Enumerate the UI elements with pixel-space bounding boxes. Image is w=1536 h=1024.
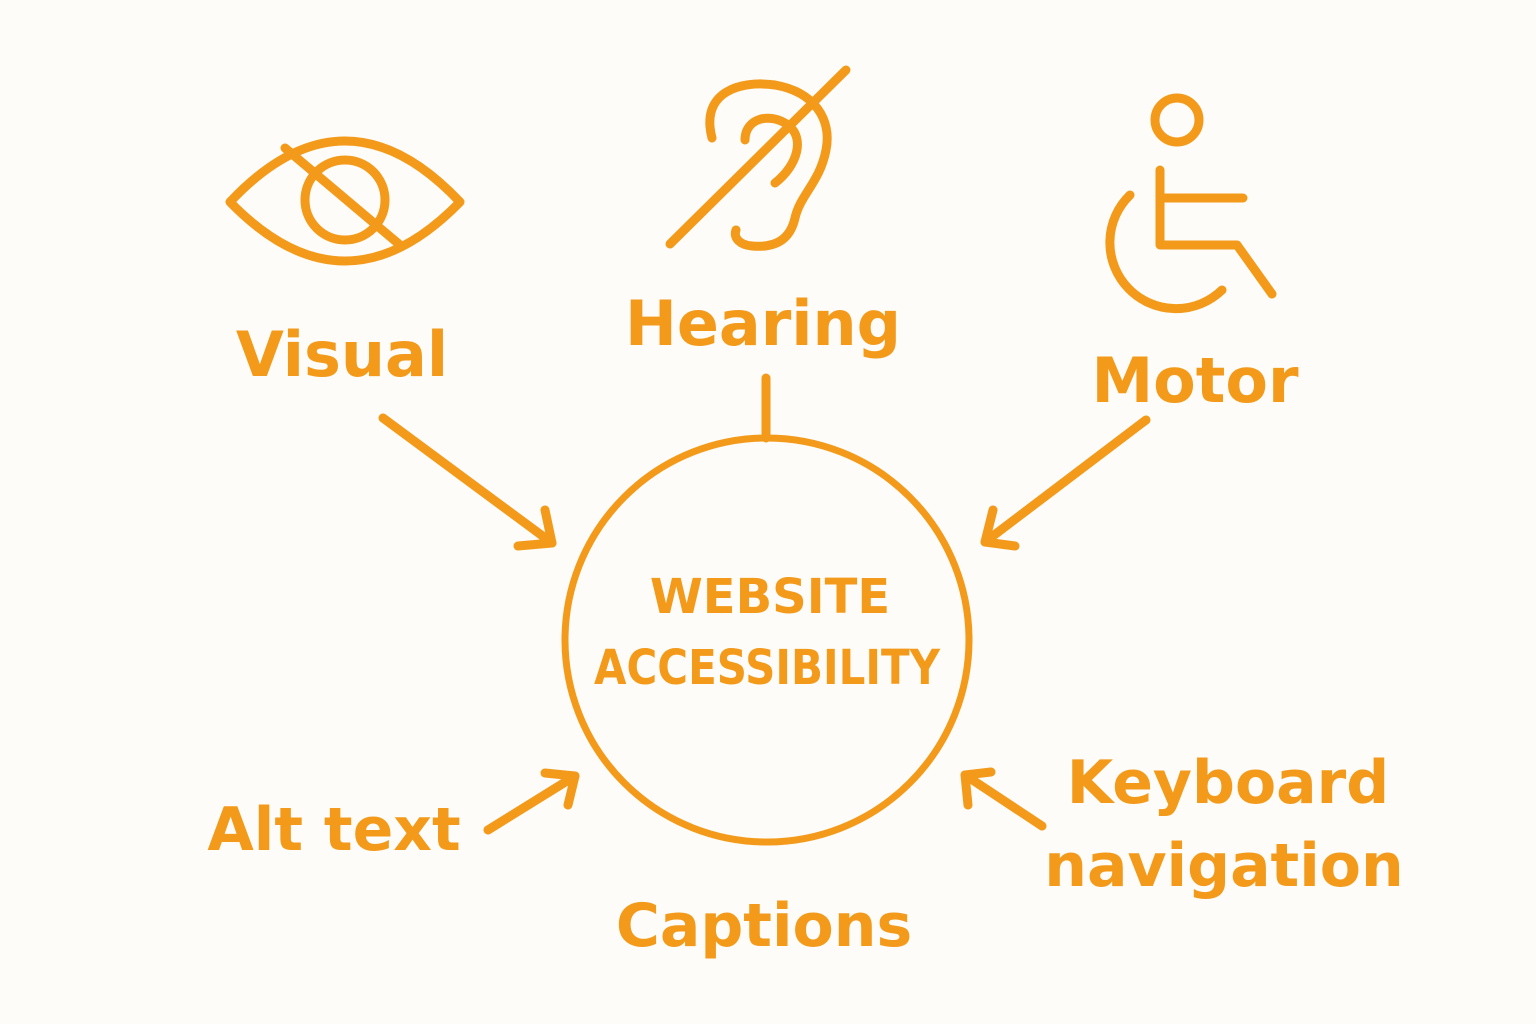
alt-text-arrow — [483, 768, 580, 835]
keyboard-label-line2: navigation — [1044, 831, 1404, 901]
wheelchair-icon — [1105, 93, 1277, 314]
motor-label: Motor — [1091, 344, 1299, 417]
hearing-label: Hearing — [625, 287, 901, 360]
visual-label: Visual — [236, 318, 448, 391]
center-title-line1: WEBSITE — [650, 569, 890, 625]
eye-slash-icon — [225, 136, 465, 266]
captions-label: Captions — [616, 891, 912, 961]
keyboard-label-line1: Keyboard — [1067, 748, 1389, 818]
motor-arrow — [980, 415, 1151, 551]
ear-slash-icon — [665, 65, 851, 251]
keyboard-arrow — [960, 767, 1047, 831]
visual-arrow — [378, 413, 557, 551]
alt-text-label: Alt text — [207, 795, 460, 865]
center-title-line2: ACCESSIBILITY — [594, 640, 941, 696]
